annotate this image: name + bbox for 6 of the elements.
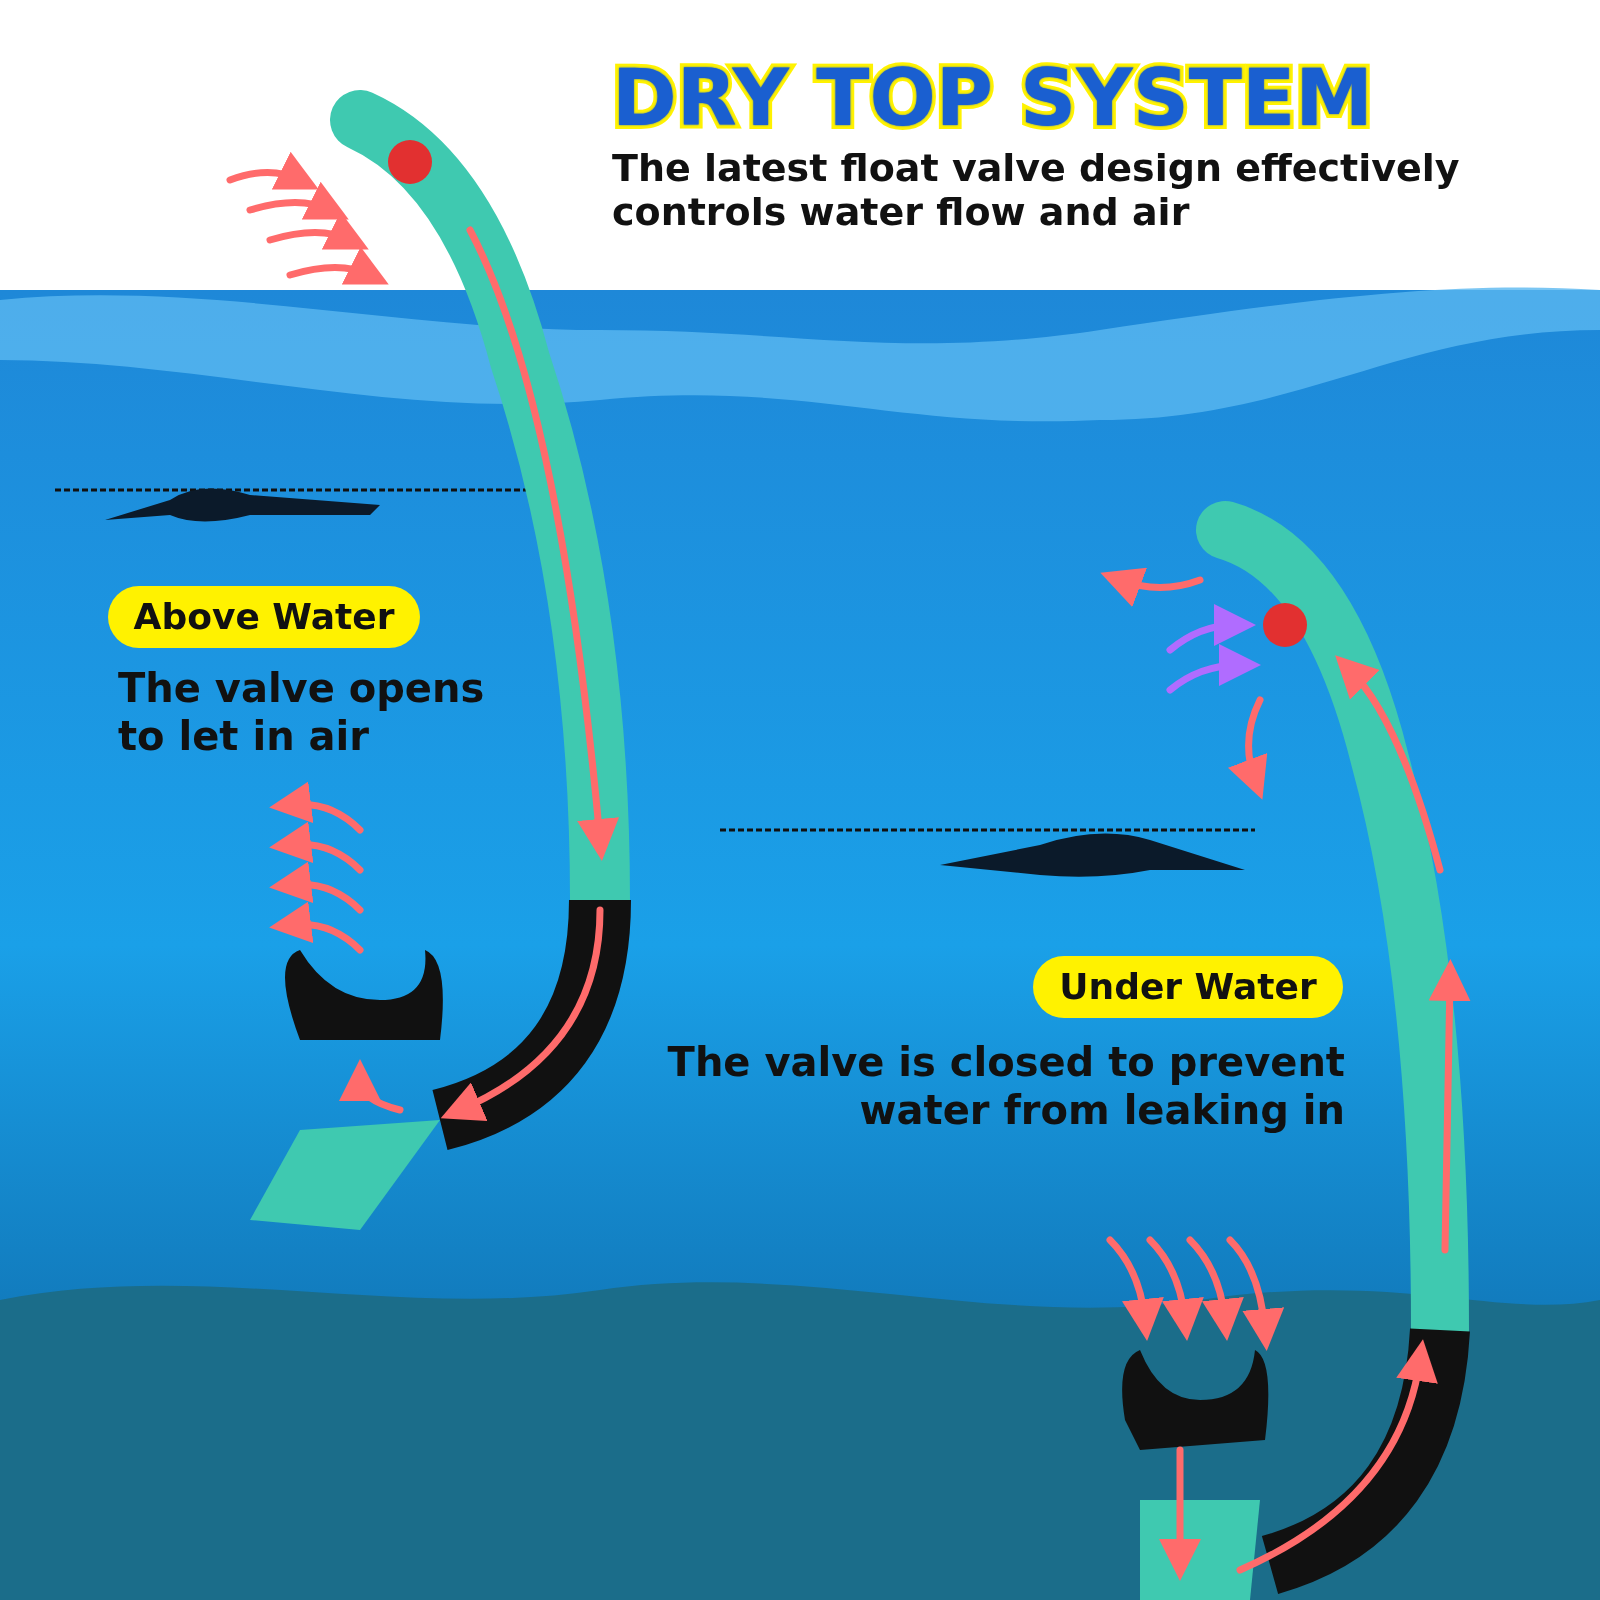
heading-pill: Under Water	[1033, 956, 1343, 1018]
title: DRY TOP SYSTEM	[612, 52, 1373, 144]
description-text: The valve opens to let in air	[118, 664, 486, 760]
description-text: The latest float valve design effectively controls water flow and air	[612, 146, 1461, 234]
description-text: The valve is closed to prevent water from leaking in	[666, 1038, 1345, 1134]
heading-pill: Above Water	[108, 586, 420, 648]
